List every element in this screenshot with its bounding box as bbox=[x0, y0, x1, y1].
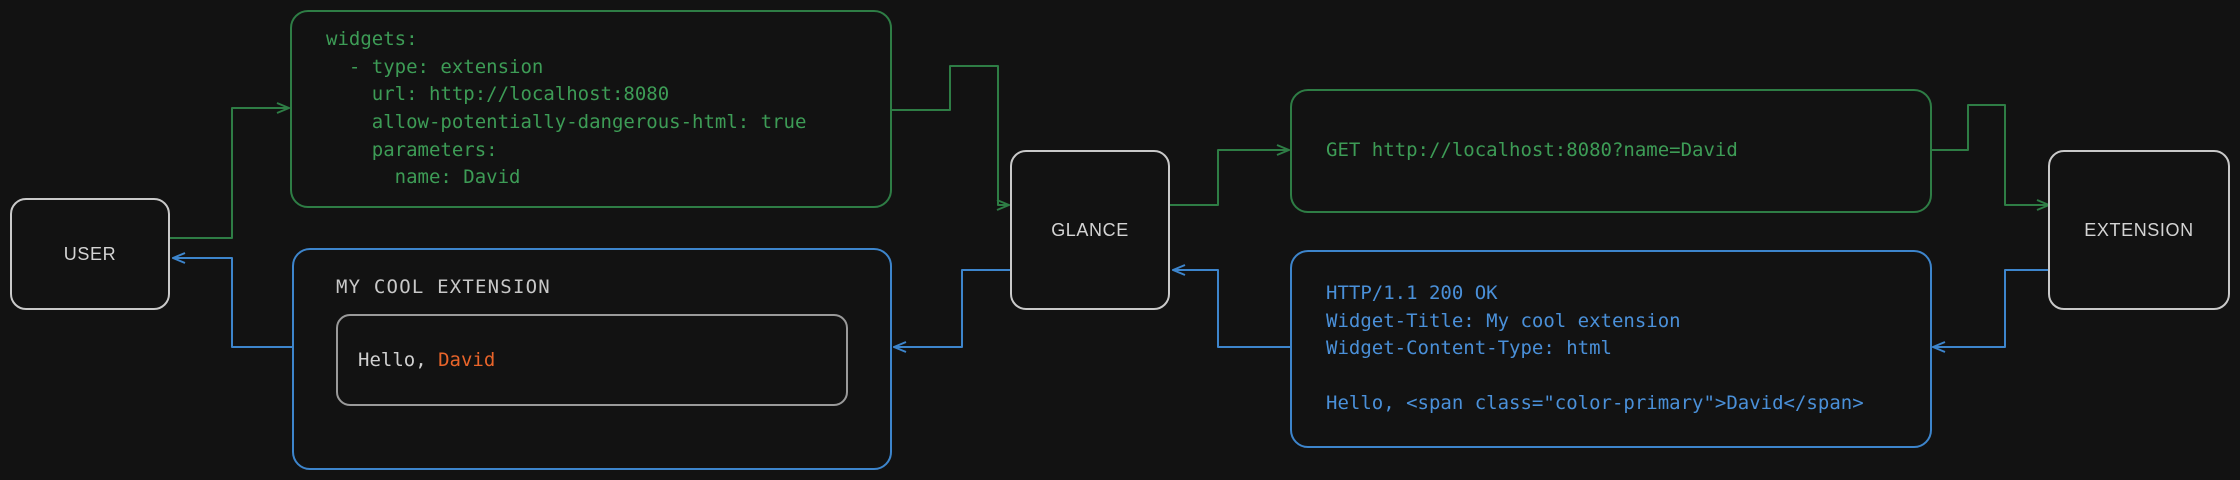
http-request-box: GET http://localhost:8080?name=David bbox=[1290, 89, 1932, 213]
http-response-text: HTTP/1.1 200 OK Widget-Title: My cool ex… bbox=[1326, 282, 1864, 415]
edge-config-to-glance bbox=[891, 65, 1008, 205]
edge-user-to-config bbox=[170, 108, 288, 239]
node-extension[interactable]: EXTENSION bbox=[2048, 150, 2230, 310]
widget-greeting-prefix: Hello, bbox=[358, 349, 439, 371]
edge-widget-to-user bbox=[174, 258, 292, 348]
edge-glance-to-request bbox=[1170, 150, 1288, 206]
widget-greeting: Hello, David bbox=[358, 349, 495, 371]
http-request-text: GET http://localhost:8080?name=David bbox=[1326, 139, 1738, 162]
node-user-label: USER bbox=[63, 243, 117, 264]
config-yaml-box: widgets: - type: extension url: http://l… bbox=[290, 10, 892, 208]
node-extension-label: EXTENSION bbox=[2084, 219, 2194, 240]
edge-extension-to-response bbox=[1934, 269, 2050, 347]
config-yaml-text: widgets: - type: extension url: http://l… bbox=[326, 28, 807, 189]
widget-greeting-name: David bbox=[438, 349, 496, 371]
edge-response-to-glance bbox=[1174, 270, 1290, 348]
rendered-widget-box: MY COOL EXTENSION Hello, David bbox=[292, 248, 892, 470]
edge-request-to-extension bbox=[1930, 104, 2048, 205]
node-glance-label: GLANCE bbox=[1051, 219, 1129, 240]
node-user[interactable]: USER bbox=[10, 198, 170, 310]
node-glance[interactable]: GLANCE bbox=[1010, 150, 1170, 310]
edge-glance-to-widget bbox=[895, 269, 1010, 347]
widget-title: MY COOL EXTENSION bbox=[336, 276, 551, 298]
widget-content-area: Hello, David bbox=[336, 314, 848, 406]
http-response-box: HTTP/1.1 200 OK Widget-Title: My cool ex… bbox=[1290, 250, 1932, 448]
